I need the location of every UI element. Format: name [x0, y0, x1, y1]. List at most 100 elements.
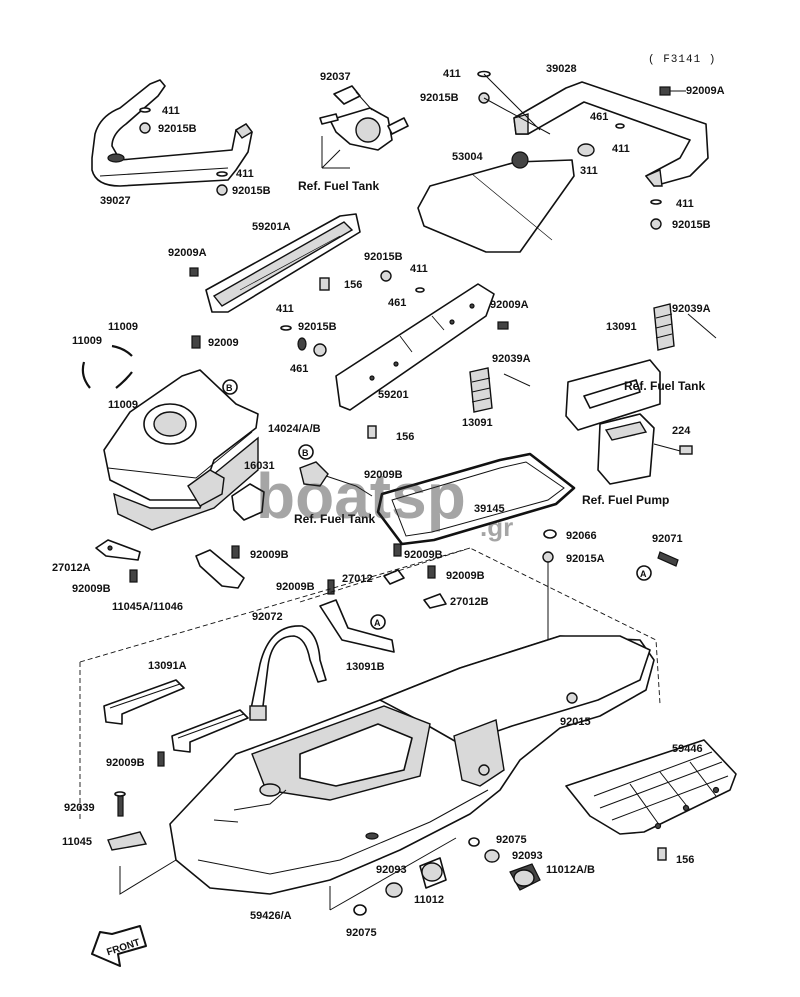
clip-13091-a [653, 303, 717, 351]
pin-92071 [657, 551, 679, 567]
part-label-92009a-b: 92009A [168, 247, 207, 259]
part-label-16031: 16031 [244, 460, 275, 472]
part-label-39028: 39028 [546, 63, 577, 75]
part-label-92015a: 92015A [566, 553, 605, 565]
part-label-92009b-g: 92009B [106, 757, 145, 769]
plug-92075-b [353, 904, 367, 916]
fuel-pump-bracket [565, 359, 661, 431]
plug-92075-a [468, 837, 480, 847]
ref-fuel-pump-label: Ref. Fuel Pump [582, 493, 669, 507]
sensor-16031-shape [187, 469, 225, 507]
bolt-156-c [657, 847, 667, 861]
part-label-461-a: 461 [590, 111, 608, 123]
part-label-27012b: 27012B [450, 596, 489, 608]
ref-fuel-tank-label-1: Ref. Fuel Tank [298, 179, 379, 193]
part-label-39027: 39027 [100, 195, 131, 207]
part-label-13091-b: 13091 [462, 417, 493, 429]
part-label-156-c: 156 [676, 854, 694, 866]
part-label-92009-a: 92009 [208, 337, 239, 349]
part-label-156-a: 156 [344, 279, 362, 291]
part-label-92093-a: 92093 [512, 850, 543, 862]
part-label-11012ab: 11012A/B [546, 864, 595, 876]
part-label-11045: 11045 [62, 836, 92, 848]
part-label-461-b: 461 [388, 297, 406, 309]
part-label-411-e: 411 [676, 198, 694, 210]
part-label-92015b-a: 92015B [158, 123, 197, 135]
part-label-59201: 59201 [378, 389, 409, 401]
watermark: boatsp .gr boat spare parts [256, 460, 513, 542]
bolt-92009b-g [157, 751, 165, 767]
part-label-224: 224 [672, 425, 691, 437]
part-label-39145: 39145 [474, 503, 505, 515]
part-label-92015b-b: 92015B [232, 185, 271, 197]
handle-39028-shape [513, 81, 709, 187]
part-label-92009b-f: 92009B [446, 570, 485, 582]
part-label-59426: 59426/A [250, 910, 292, 922]
washer-411-g [415, 287, 425, 293]
part-label-92009b-c: 92009B [250, 549, 289, 561]
part-label-11009-c: 11009 [108, 399, 138, 411]
strap-92072-shape [249, 625, 327, 721]
part-label-92015b-c: 92015B [420, 92, 459, 104]
part-label-92009b-d: 92009B [404, 549, 443, 561]
part-label-92039: 92039 [64, 802, 95, 814]
nut-92015b-b [216, 171, 228, 196]
fuel-tank-14024-shape [103, 369, 259, 531]
svg-text:B: B [302, 448, 309, 458]
pin-92039 [114, 791, 126, 817]
bolt-92009-a [191, 335, 201, 349]
part-label-92039a-b: 92039A [492, 353, 531, 365]
part-label-11045a: 11045A/11046 [112, 601, 183, 613]
nut-92015a [542, 551, 554, 563]
part-label-92015b-d: 92015B [672, 219, 711, 231]
leader-39028 [483, 73, 551, 135]
callout-b-1: B [222, 379, 238, 395]
fuel-pump-shape [597, 413, 693, 485]
bolt-92009a-b [189, 267, 199, 277]
part-label-411-d: 411 [612, 143, 630, 155]
part-label-13091a: 13091A [148, 660, 187, 672]
part-label-92071: 92071 [652, 533, 683, 545]
plug-92093-a [484, 849, 500, 863]
handle-39027-shape [91, 79, 254, 187]
clip-13091-b [469, 367, 531, 413]
part-label-92093-b: 92093 [376, 864, 407, 876]
hull-shape [169, 635, 655, 895]
part-label-11009-b: 11009 [72, 335, 102, 347]
clip-27012b [423, 593, 447, 609]
part-label-92009b-b: 92009B [72, 583, 111, 595]
part-label-411-a: 411 [162, 105, 180, 117]
gasket-39145-shape [376, 452, 576, 546]
bolt-92009a-c [497, 321, 509, 330]
leader-11045 [119, 859, 177, 895]
part-label-59446: 59446 [672, 743, 703, 755]
fuel-valve-92037-shape [319, 85, 409, 169]
part-label-92015: 92015 [560, 716, 591, 728]
part-label-92066: 92066 [566, 530, 597, 542]
pad-53004-shape [417, 151, 575, 253]
part-label-411-c: 411 [443, 68, 461, 80]
part-label-92015b-e: 92015B [364, 251, 403, 263]
washer-411-e [650, 199, 662, 205]
leader-59426 [329, 837, 457, 911]
part-label-92009b-a: 92009B [364, 469, 403, 481]
part-label-411-b: 411 [236, 168, 254, 180]
callout-a-2: A [370, 614, 386, 630]
bracket-27012a-shape [95, 539, 245, 589]
part-label-27012-a: 27012 [342, 573, 373, 585]
part-label-461-c: 461 [290, 363, 308, 375]
part-label-92015b-f: 92015B [298, 321, 337, 333]
part-label-53004: 53004 [452, 151, 483, 163]
svg-text:B: B [226, 383, 233, 393]
svg-text:A: A [374, 618, 381, 628]
part-label-92009b-e: 92009B [276, 581, 315, 593]
svg-text:A: A [640, 569, 647, 579]
part-label-92039a-a: 92039A [672, 303, 711, 315]
bracket-13091b-shape [319, 599, 395, 653]
ref-fuel-tank-label-2: Ref. Fuel Tank [624, 379, 705, 393]
part-label-92072: 92072 [252, 611, 283, 623]
bolt-92009b-b [129, 569, 138, 583]
fitting-11012ab [509, 863, 541, 891]
plug-92066 [543, 529, 557, 539]
